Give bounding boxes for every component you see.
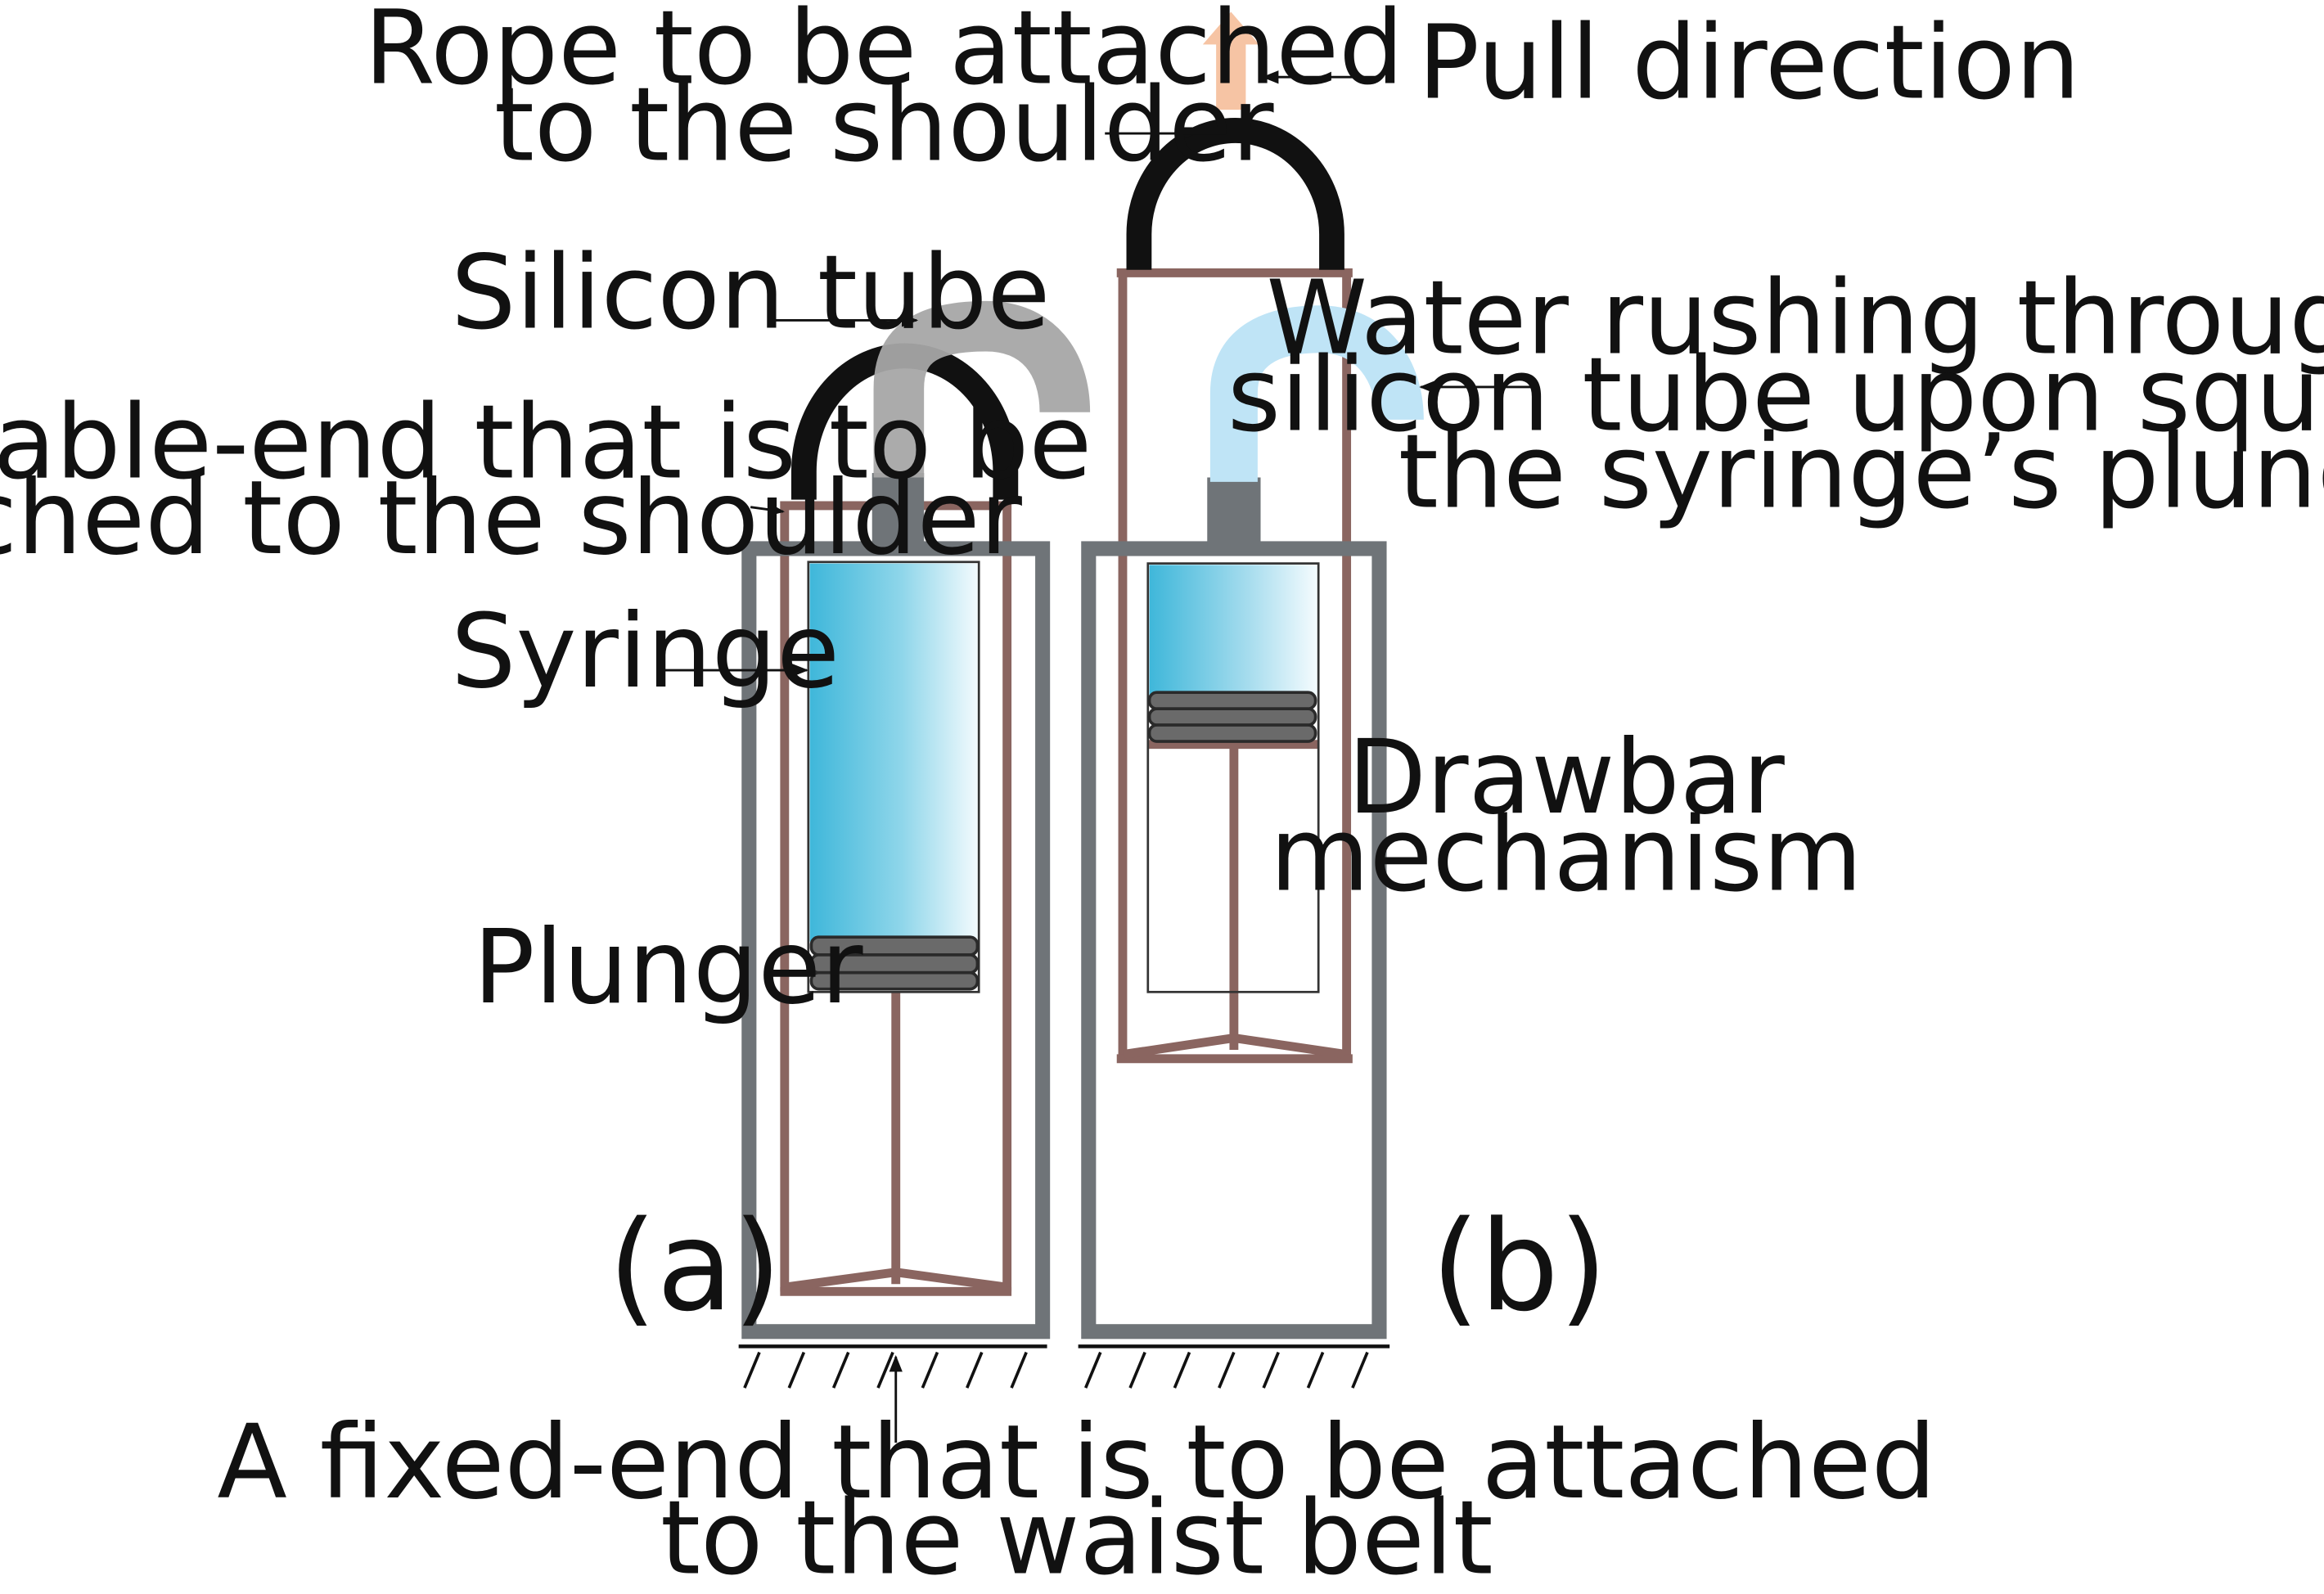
label-rope-line1: Rope to be attached: [364, 0, 1403, 107]
label-pull-direction: Pull direction: [1418, 4, 2080, 123]
label-water-line3: the syringe’s plunger: [1398, 413, 2324, 532]
syringe-nozzle-a: [872, 473, 925, 551]
drawbar-a: [780, 501, 1012, 1296]
ground-hatch-b: [1078, 1344, 1390, 1389]
label-fixed-line2: to the waist belt: [660, 1479, 1493, 1594]
label-water-line1: Water rushing through the: [1266, 259, 2324, 377]
label-fixed-line1: A fixed-end that is to be attached: [217, 1403, 1936, 1522]
label-movable-line1: A movable-end that is to be: [0, 383, 1092, 502]
plunger-head-a: [809, 935, 980, 991]
label-water-line2: silicon tube upon squeezing: [1227, 336, 2324, 455]
label-syringe: Syringe: [451, 592, 840, 711]
label-plunger: Plunger: [473, 908, 863, 1027]
rope-loop-b: [1126, 118, 1344, 270]
leader-arrows: [663, 70, 1540, 1443]
label-drawbar-line2: mechanism: [1270, 795, 1862, 914]
syringe-barrel-b: [1146, 562, 1320, 993]
label-drawbar-line1: Drawbar: [1348, 718, 1785, 837]
pull-direction-arrow: [1202, 11, 1259, 110]
ground-hatch-a: [738, 1344, 1047, 1389]
water-tube-b: [1209, 305, 1424, 482]
drawbar-b: [1116, 268, 1353, 1064]
panel-b-assembly: [1078, 11, 1424, 1389]
label-silicon-tube: Silicon tube: [451, 233, 1050, 352]
label-movable-line2: attached to the shoulder: [0, 459, 1023, 578]
syringe-nozzle-b: [1207, 477, 1261, 552]
panel-a-assembly: [738, 300, 1091, 1389]
plunger-head-b: [1147, 691, 1317, 743]
label-rope-line2: to the shoulder: [494, 66, 1274, 185]
silicon-tube-a: [873, 300, 1091, 478]
label-panel-a: (a): [608, 1194, 781, 1339]
label-panel-b: (b): [1431, 1194, 1607, 1339]
syringe-fluid-b: [1149, 565, 1317, 699]
syringe-fluid-a: [809, 563, 978, 942]
leader-movable-end: [750, 502, 786, 516]
